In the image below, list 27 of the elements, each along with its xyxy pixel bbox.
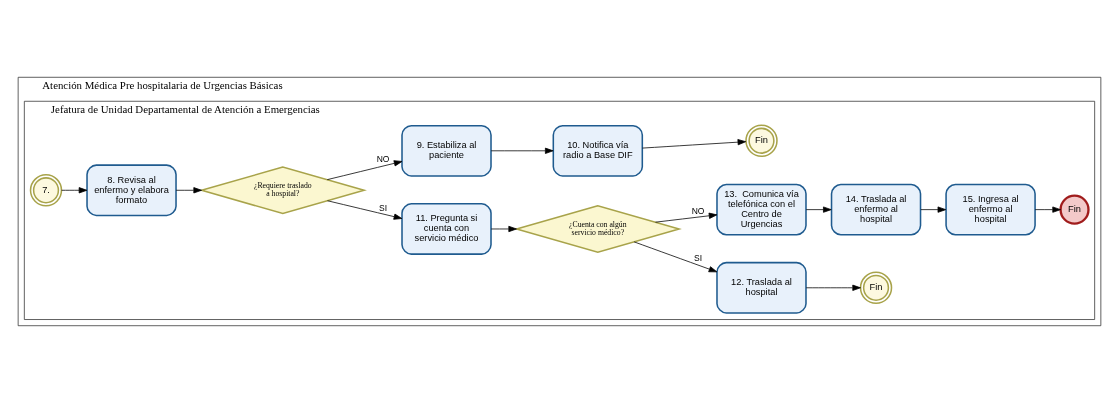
node-box: 9. Estabiliza al paciente (401, 124, 492, 177)
node-box: 12. Traslada al hospital (716, 261, 807, 314)
arrow (327, 199, 403, 220)
node-box: 11. Pregunta si cuenta con servicio médico (401, 202, 492, 255)
node-diamond: ¿Requiere traslado a hospital? (198, 165, 367, 214)
arrow (805, 206, 832, 213)
arrow (61, 186, 88, 193)
arrow (642, 138, 747, 148)
node-box: 8. Revisa al enfermo y elabora formato (86, 163, 177, 216)
node-circle: Fin (1059, 194, 1090, 225)
arrow (1034, 206, 1061, 213)
arrow (490, 147, 554, 154)
node-box: 10. Notifica vía radio a Base DIF (552, 124, 644, 177)
node-box: 15. Ingresa al enfermo al hospital (945, 183, 1036, 236)
arrow (490, 225, 517, 232)
edge-label: SI (379, 202, 388, 213)
arrow (633, 241, 718, 272)
edge-label: NO (691, 205, 705, 216)
arrow (326, 159, 403, 180)
edge-label: SI (694, 252, 703, 263)
node-box: 14. Traslada al enfermo al hospital (830, 183, 922, 236)
arrow (175, 186, 202, 193)
arrow (805, 284, 861, 291)
arrow (920, 206, 947, 213)
edge-label: NO (376, 153, 390, 164)
arrow (655, 212, 718, 223)
node-box: 13. Comunica vía telefónica con el Centro de Urgencias (716, 183, 807, 236)
